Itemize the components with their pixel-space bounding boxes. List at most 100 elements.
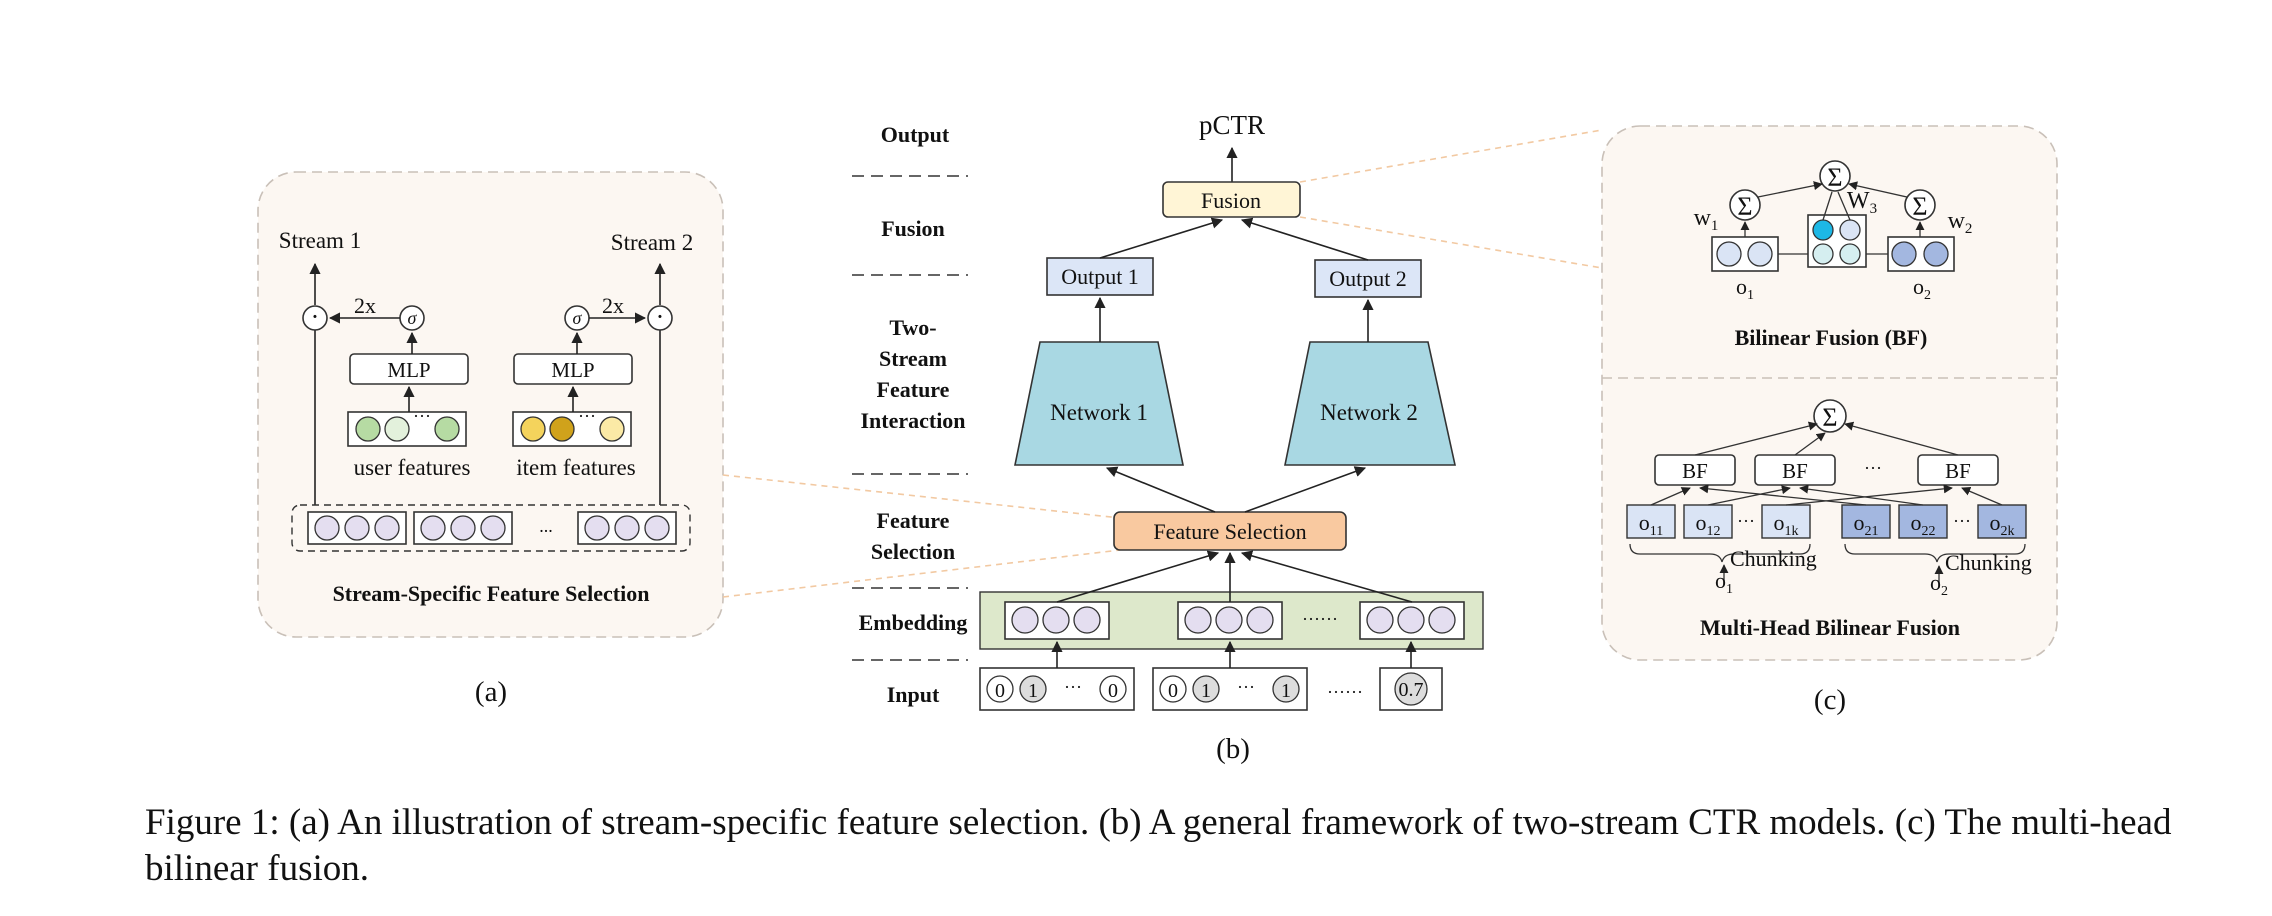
pctr-label: pCTR <box>1199 110 1265 140</box>
sum-symbol: Σ <box>1912 192 1927 221</box>
layer-label-stream: Stream <box>879 346 947 371</box>
o1-circle <box>1716 241 1742 267</box>
panel-b: Output Fusion Two- Stream Feature Intera… <box>852 110 1484 765</box>
twox-label-2: 2x <box>602 293 624 318</box>
input-field-1 <box>979 667 1135 711</box>
item-feature-circle <box>599 416 625 442</box>
layer-separators <box>852 175 968 661</box>
fusion-label: Fusion <box>1201 188 1261 213</box>
input-value: 0.7 <box>1399 679 1424 701</box>
input-dots: ······ <box>1327 682 1363 702</box>
framework-figure: Stream 1 Stream 2 · · σ σ 2x 2x MLP MLP … <box>257 110 2058 765</box>
output-1-label: Output 1 <box>1061 264 1139 289</box>
o1-circle <box>1747 241 1773 267</box>
layer-label-feature-2: Feature <box>877 508 950 533</box>
dot-symbol-2: · <box>656 302 665 331</box>
layer-label-output: Output <box>881 122 950 147</box>
head-label: o21 <box>1854 510 1879 539</box>
embedding-field-2 <box>1177 601 1283 640</box>
panel-a: Stream 1 Stream 2 · · σ σ 2x 2x MLP MLP … <box>257 171 724 708</box>
embedding-field-3 <box>1359 601 1465 640</box>
layer-label-embedding: Embedding <box>859 610 968 635</box>
bf-label-3: BF <box>1945 459 1971 483</box>
head-ellipsis: ··· <box>1737 511 1755 531</box>
w3-circle <box>1839 219 1861 241</box>
bf-label-2: BF <box>1782 459 1808 483</box>
chunk-o2-label: o2 <box>1930 570 1948 599</box>
network-1-label: Network 1 <box>1050 400 1148 425</box>
sum-node-left <box>1729 189 1761 221</box>
item-feature-circle <box>549 416 575 442</box>
embedding-block-1 <box>307 511 407 545</box>
network-2-label: Network 2 <box>1320 400 1418 425</box>
layer-label-input: Input <box>887 682 940 707</box>
sum-symbol: Σ <box>1822 403 1837 432</box>
item-features-label: item features <box>516 455 635 480</box>
zoom-connector-a-bottom <box>722 549 1121 598</box>
w3-circle <box>1839 243 1861 265</box>
layer-label-fusion: Fusion <box>881 216 945 241</box>
user-features-label: user features <box>354 455 471 480</box>
sigma-symbol-2: σ <box>573 308 583 328</box>
head-ellipsis: ··· <box>1953 511 1971 531</box>
embedding-ellipsis: ... <box>539 516 553 536</box>
bf1-to-sum <box>1694 421 1818 456</box>
o1-label: o1 <box>1736 274 1754 303</box>
embedding-dots: ······ <box>1302 609 1338 629</box>
bf2-to-sum <box>1794 432 1826 456</box>
embedding-block-2 <box>413 511 513 545</box>
chunking-brace-2 <box>1844 543 2026 563</box>
user-feature-circle <box>434 416 460 442</box>
head-to-bf-lines <box>1650 484 2003 506</box>
zoom-connector-a-top <box>722 474 1121 519</box>
right-to-top <box>1848 181 1908 198</box>
layer-label-feature: Feature <box>877 377 950 402</box>
head-box-o22 <box>1898 504 1948 539</box>
w3-circle <box>1812 243 1834 265</box>
mlp-label-1: MLP <box>387 358 430 382</box>
output1-to-fusion <box>1099 217 1224 259</box>
o2-circle <box>1923 241 1949 267</box>
dot-symbol-1: · <box>311 302 320 331</box>
input-value: 1 <box>1201 680 1211 702</box>
stream-1-label: Stream 1 <box>279 228 361 253</box>
feature-selection-label: Feature Selection <box>1153 519 1306 544</box>
output-2-box <box>1314 259 1422 298</box>
w2-label: w2 <box>1948 208 1973 237</box>
zoom-connector-c-bottom <box>1299 216 1603 269</box>
bf3-to-sum <box>1844 421 1959 456</box>
dot-operator-1 <box>302 305 328 331</box>
input-ellipsis: ··· <box>1064 677 1082 697</box>
emb1-to-fs <box>1056 550 1220 603</box>
head-label: o11 <box>1639 510 1663 539</box>
fs-to-network1 <box>1105 466 1216 513</box>
head-box-o1k <box>1761 504 1811 539</box>
head-box-o2k <box>1977 504 2027 539</box>
mh-sum-node <box>1813 399 1847 433</box>
bilinear-fusion-title: Bilinear Fusion (BF) <box>1735 325 1928 350</box>
mlp-box-2 <box>513 353 633 385</box>
emb3-to-fs <box>1240 550 1413 603</box>
head-label: o22 <box>1911 510 1936 539</box>
input-value: 0 <box>1108 680 1118 702</box>
dot-operator-2 <box>647 305 673 331</box>
user-features-ellipsis: ··· <box>413 406 431 426</box>
chunking-label-1: Chunking <box>1730 546 1817 571</box>
layer-label-two: Two- <box>889 315 936 340</box>
output-2-label: Output 2 <box>1329 266 1407 291</box>
user-feature-circle <box>355 416 381 442</box>
mlp-box-1 <box>349 353 469 385</box>
mlp-label-2: MLP <box>551 358 594 382</box>
w3-to-top <box>1822 191 1833 221</box>
embedding-field-1 <box>1004 601 1110 640</box>
input-value: 0 <box>1168 680 1178 702</box>
panel-c: Σ Σ Σ w1 W3 w2 o1 o2 Bilinear Fusion (BF… <box>1601 125 2058 716</box>
bf-label-1: BF <box>1682 459 1708 483</box>
layer-label-interaction: Interaction <box>860 408 965 433</box>
panel-c-label: (c) <box>1814 684 1846 716</box>
output-1-box <box>1046 257 1154 296</box>
zoom-connector-c-top <box>1299 129 1603 183</box>
input-field-3 <box>1379 667 1443 711</box>
embedding-group-dashed <box>291 504 691 552</box>
multi-head-title: Multi-Head Bilinear Fusion <box>1700 615 1960 640</box>
